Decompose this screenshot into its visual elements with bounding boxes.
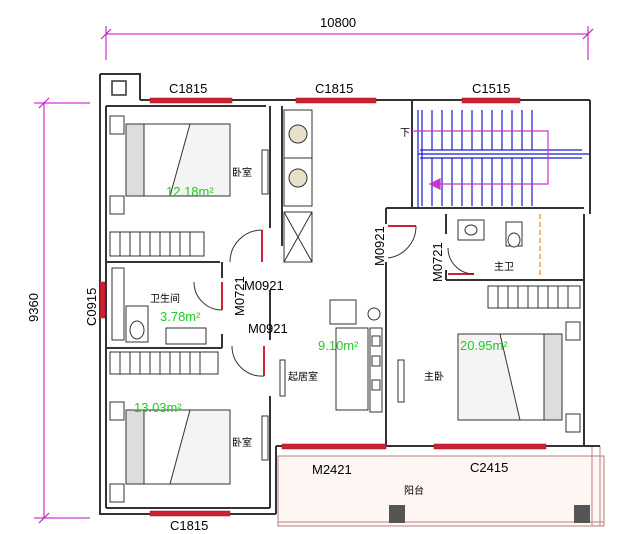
width-dimension-label: 10800 — [320, 15, 356, 30]
room-name-master-bath: 主卫 — [494, 261, 514, 273]
tv-bedroom2 — [261, 415, 269, 461]
label-door-bedroom1: M0921 — [244, 278, 284, 293]
wardrobe-bedroom2 — [109, 351, 219, 375]
label-window-top-left: C1815 — [169, 81, 207, 96]
room-name-bedroom1: 卧室 — [232, 166, 252, 179]
shaft-box — [111, 80, 127, 96]
door-bathroom-swing — [193, 281, 223, 311]
door-balcony-sliding — [281, 443, 387, 450]
label-window-bottom-left: C1815 — [170, 518, 208, 533]
window-top-right — [461, 97, 521, 104]
door-bedroom2-swing — [231, 345, 265, 377]
dining-set — [329, 299, 383, 413]
room-name-living: 起居室 — [288, 370, 318, 383]
room-area-bedroom2: 13.03m² — [134, 400, 182, 415]
left-dimension — [34, 97, 90, 524]
label-door-bathroom: M0721 — [232, 276, 247, 316]
stair-arrow — [412, 130, 549, 190]
stair-down-label: 下 — [400, 128, 410, 139]
window-top-left — [149, 97, 233, 104]
balcony-floor — [277, 455, 605, 527]
wardrobe-bedroom1 — [109, 231, 205, 257]
tv-master — [397, 359, 405, 403]
door-master-bedroom-swing — [387, 225, 417, 259]
room-area-bedroom1: 12.18m² — [166, 184, 214, 199]
room-area-master-bedroom: 20.95m² — [460, 338, 508, 353]
balcony-column-right — [574, 505, 590, 523]
top-dimension — [100, 26, 594, 60]
window-left-side — [99, 281, 106, 319]
bed-bedroom1 — [109, 115, 231, 215]
room-name-balcony: 阳台 — [404, 484, 424, 497]
windows — [99, 97, 547, 517]
window-bottom-left — [149, 510, 231, 517]
label-door-balcony: M2421 — [312, 462, 352, 477]
label-window-top-middle: C1815 — [315, 81, 353, 96]
bathroom-fixtures — [111, 267, 207, 345]
door-bedroom1-swing — [229, 229, 263, 263]
room-area-bathroom: 3.78m² — [160, 309, 201, 324]
stair-flight — [417, 110, 590, 208]
window-top-middle — [295, 97, 377, 104]
master-bath-fixtures — [457, 219, 523, 248]
label-door-master-bedroom: M0921 — [372, 226, 387, 266]
room-name-master-bedroom: 主卧 — [424, 370, 444, 383]
wardrobe-master — [487, 285, 581, 309]
bed-bedroom2 — [109, 401, 231, 503]
room-name-bathroom: 卫生间 — [150, 292, 180, 305]
label-window-left: C0915 — [84, 288, 99, 326]
label-window-bottom-right: C2415 — [470, 460, 508, 475]
label-window-top-right: C1515 — [472, 81, 510, 96]
door-master-bath-swing — [447, 247, 475, 275]
interior-walls — [106, 100, 584, 508]
window-bottom-right — [433, 443, 547, 450]
living-tv — [279, 359, 286, 397]
plant-storage — [283, 109, 313, 263]
bed-master — [457, 321, 581, 433]
height-dimension-label: 9360 — [26, 293, 41, 322]
label-door-bedroom2: M0921 — [248, 321, 288, 336]
tv-bedroom1 — [261, 149, 269, 195]
room-name-bedroom2: 卧室 — [232, 436, 252, 449]
balcony-railing — [278, 446, 604, 526]
room-area-living: 9.10m² — [318, 338, 359, 353]
balcony-column-left — [389, 505, 405, 523]
label-door-master-bath: M0721 — [430, 242, 445, 282]
